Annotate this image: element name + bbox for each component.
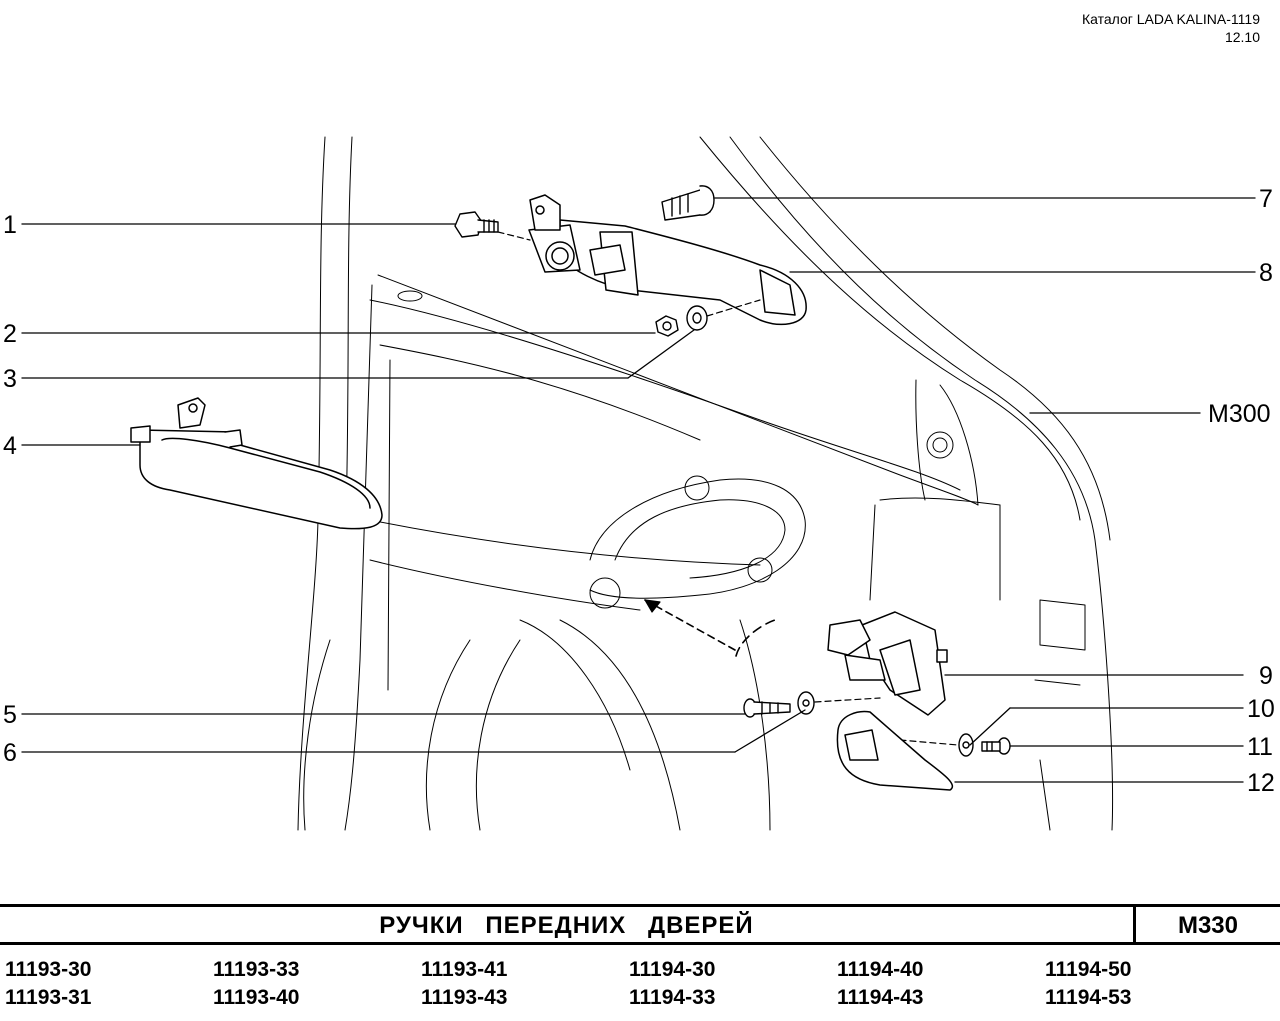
callout-12: 12 <box>1247 769 1275 797</box>
callout-7: 7 <box>1259 185 1273 213</box>
callout-1: 1 <box>3 211 17 239</box>
reference-m300: M300 <box>1208 400 1271 428</box>
callout-11: 11 <box>1247 733 1273 761</box>
model-code: 11193-31 <box>5 986 92 1009</box>
model-code: 11193-30 <box>5 958 92 981</box>
callout-numbers: 1 2 3 4 5 6 7 8 9 10 11 12 M300 <box>3 185 1275 797</box>
outer-handle-part-8 <box>528 194 807 326</box>
model-code: 11194-50 <box>1045 958 1132 981</box>
model-code: 11194-33 <box>629 986 716 1009</box>
model-code: 11194-43 <box>837 986 924 1009</box>
callout-9: 9 <box>1259 662 1273 690</box>
catalog-date: 12.10 <box>1224 29 1260 45</box>
model-code: 11193-41 <box>421 958 508 981</box>
callout-3: 3 <box>3 365 17 393</box>
callout-10: 10 <box>1247 695 1275 723</box>
catalog-title: Каталог LADA KALINA-1119 <box>1081 11 1260 27</box>
section-code: M330 <box>1177 912 1239 939</box>
callout-5: 5 <box>3 701 17 729</box>
callout-6: 6 <box>3 739 17 767</box>
model-code: 11193-40 <box>213 986 300 1009</box>
model-code: 11194-53 <box>1045 986 1132 1009</box>
outer-handle-part-4 <box>130 397 383 530</box>
nut-part-2 <box>655 315 679 337</box>
callout-4: 4 <box>3 432 17 460</box>
title-divider <box>1133 907 1136 942</box>
page-title: РУЧКИ ПЕРЕДНИХ ДВЕРЕЙ <box>379 912 754 939</box>
title-block: РУЧКИ ПЕРЕДНИХ ДВЕРЕЙ M330 <box>0 904 1280 945</box>
callout-2: 2 <box>3 320 17 348</box>
handle-cover-part-12 <box>836 710 954 791</box>
screw-part-11 <box>981 737 1011 755</box>
lock-cylinder-part-7 <box>661 185 715 221</box>
washer-part-3 <box>686 305 708 331</box>
callout-8: 8 <box>1259 259 1273 287</box>
model-code: 11193-43 <box>421 986 508 1009</box>
bolt-part-1 <box>454 211 499 238</box>
door-outline <box>297 136 1114 831</box>
leader-lines <box>21 197 1256 783</box>
screw-part-5 <box>743 698 791 718</box>
washer-part-6 <box>797 691 815 715</box>
washer-part-10 <box>958 733 974 757</box>
model-code: 11194-40 <box>837 958 924 981</box>
door-handle-exploded-diagram: 1 2 3 4 5 6 7 8 9 10 11 12 M300 <box>3 136 1275 831</box>
inner-handle-housing-part-9 <box>827 611 948 716</box>
model-code: 11194-30 <box>629 958 716 981</box>
model-code: 11193-33 <box>213 958 300 981</box>
